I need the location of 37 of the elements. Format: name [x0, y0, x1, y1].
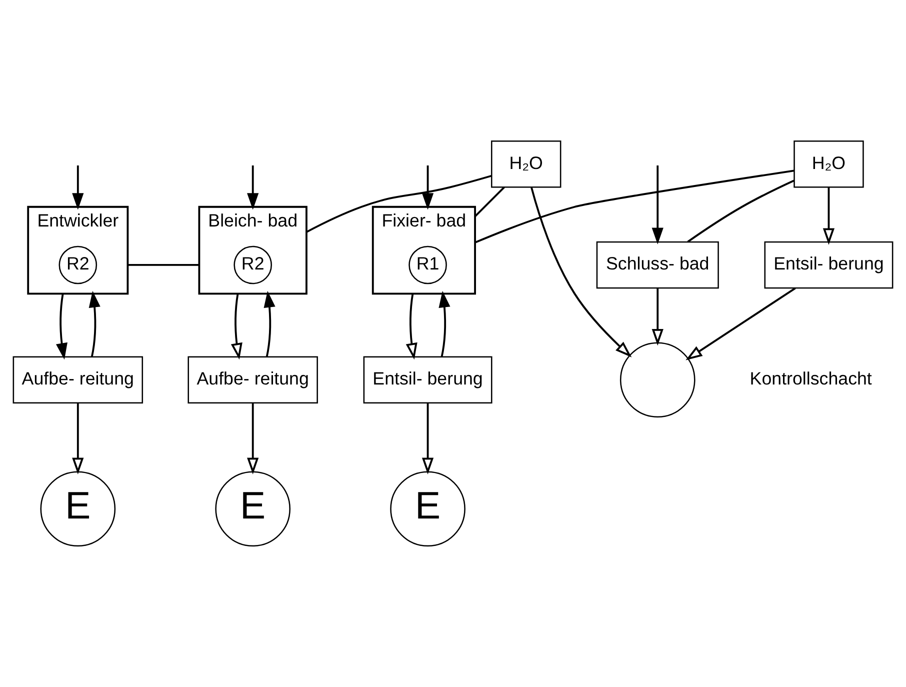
node-box: Entsil- berung	[764, 241, 894, 289]
node-box: Entsil- berung	[363, 356, 492, 404]
node-circle: E	[390, 471, 466, 547]
connector	[474, 186, 505, 218]
arrow	[822, 187, 835, 245]
node-circle	[620, 342, 696, 418]
arrow	[530, 187, 632, 358]
connector	[128, 264, 200, 266]
connector	[474, 170, 794, 244]
node-box: Schluss- bad	[596, 241, 719, 289]
arrow	[422, 165, 434, 210]
arrow	[438, 290, 450, 358]
arrow	[230, 294, 242, 360]
node-label: Kontrollschacht	[750, 368, 872, 389]
arrow	[72, 403, 84, 474]
node-circle: R1	[408, 246, 447, 284]
arrow	[406, 294, 418, 360]
arrow	[264, 290, 276, 358]
arrow	[88, 290, 100, 357]
node-circle: E	[215, 471, 291, 547]
node-circle: E	[40, 471, 116, 547]
node-box: Aufbe- reitung	[12, 356, 144, 404]
node-circle: R2	[58, 246, 98, 284]
arrow	[72, 165, 84, 210]
arrow	[247, 165, 259, 210]
connector	[306, 174, 492, 233]
node-box: H₂O	[794, 140, 864, 188]
arrow	[247, 403, 259, 474]
arrow	[422, 403, 434, 474]
node-box: Aufbe- reitung	[188, 356, 318, 404]
connector	[687, 180, 794, 243]
node-box: H₂O	[490, 140, 562, 188]
arrow	[652, 288, 664, 346]
arrow	[56, 294, 68, 360]
arrow	[652, 165, 664, 244]
arrow	[686, 287, 796, 360]
node-circle: R2	[234, 246, 272, 284]
